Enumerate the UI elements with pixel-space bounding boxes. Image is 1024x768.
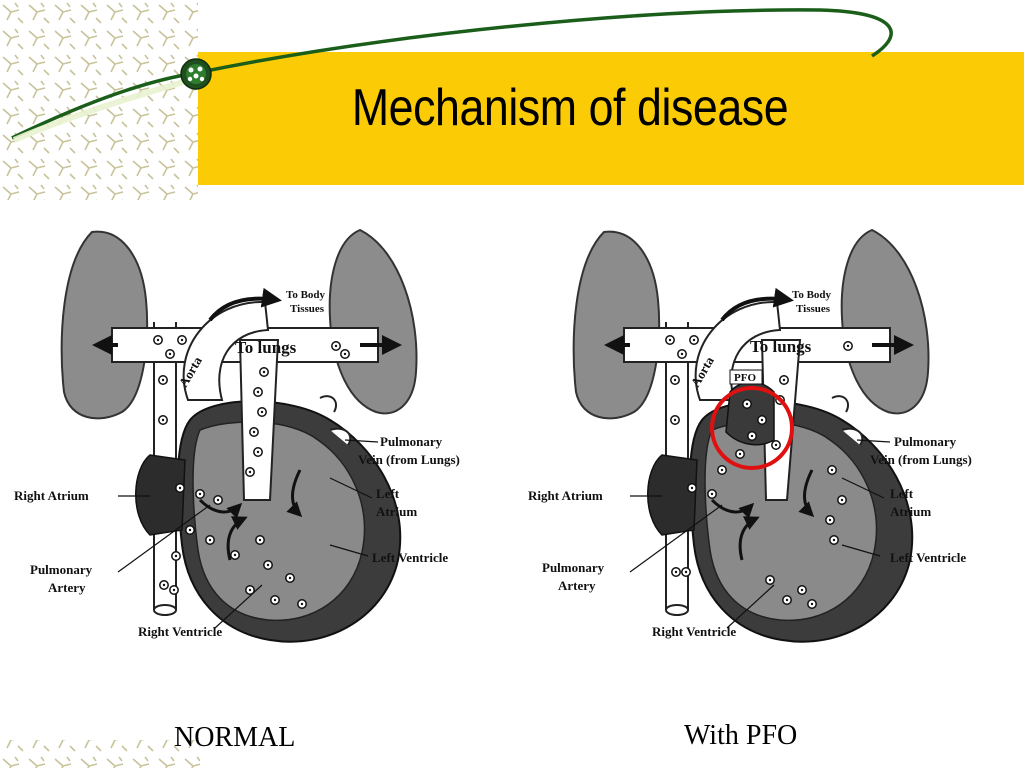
decorative-arc	[11, 8, 893, 140]
label-left-atrium-1: Left	[376, 486, 400, 501]
label-right-atrium: Right Atrium	[528, 488, 603, 503]
slide-title: Mechanism of disease	[351, 79, 789, 137]
label-to-body-1: To Body	[286, 289, 326, 301]
arc-bead-icon	[180, 58, 212, 90]
label-to-body-2: Tissues	[796, 303, 831, 315]
label-to-body-1: To Body	[792, 289, 832, 301]
label-left-atrium-1: Left	[890, 486, 914, 501]
caption-pfo: With PFO	[684, 720, 798, 751]
label-left-atrium-2: Atrium	[890, 504, 931, 519]
normal-heart-diagram: To Body Tissues To lungs Aorta Pulmonary…	[14, 228, 460, 643]
label-right-atrium: Right Atrium	[14, 488, 89, 503]
label-left-atrium-2: Atrium	[376, 504, 417, 519]
label-right-ventricle: Right Ventricle	[652, 624, 736, 639]
label-left-ventricle: Left Ventricle	[890, 550, 966, 565]
label-pulm-vein-1: Pulmonary	[894, 434, 957, 449]
label-to-lungs: To lungs	[750, 337, 812, 356]
label-left-ventricle: Left Ventricle	[372, 550, 448, 565]
label-pfo: PFO	[734, 372, 756, 384]
label-pulm-artery-2: Artery	[558, 578, 596, 593]
right-lung	[328, 228, 418, 415]
label-to-body-2: Tissues	[290, 303, 325, 315]
label-pulm-artery-2: Artery	[48, 580, 86, 595]
pfo-heart-diagram: PFO To Body Tissues To lungs Aorta Pulmo…	[528, 228, 972, 643]
caption-normal: NORMAL	[174, 722, 296, 753]
label-pulm-artery-1: Pulmonary	[542, 560, 605, 575]
label-right-ventricle: Right Ventricle	[138, 624, 222, 639]
right-lung	[840, 228, 930, 415]
label-pulm-vein-2: Vein (from Lungs)	[870, 452, 972, 467]
pfo-highlight-circle	[710, 386, 794, 470]
title-banner	[198, 52, 1024, 185]
label-pulm-vein-2: Vein (from Lungs)	[358, 452, 460, 467]
label-pulm-vein-1: Pulmonary	[380, 434, 443, 449]
label-pulm-artery-1: Pulmonary	[30, 562, 93, 577]
pattern-decoration-bottom	[0, 740, 200, 768]
label-to-lungs: To lungs	[235, 338, 297, 357]
left-lung	[60, 230, 149, 420]
left-lung	[572, 230, 661, 420]
